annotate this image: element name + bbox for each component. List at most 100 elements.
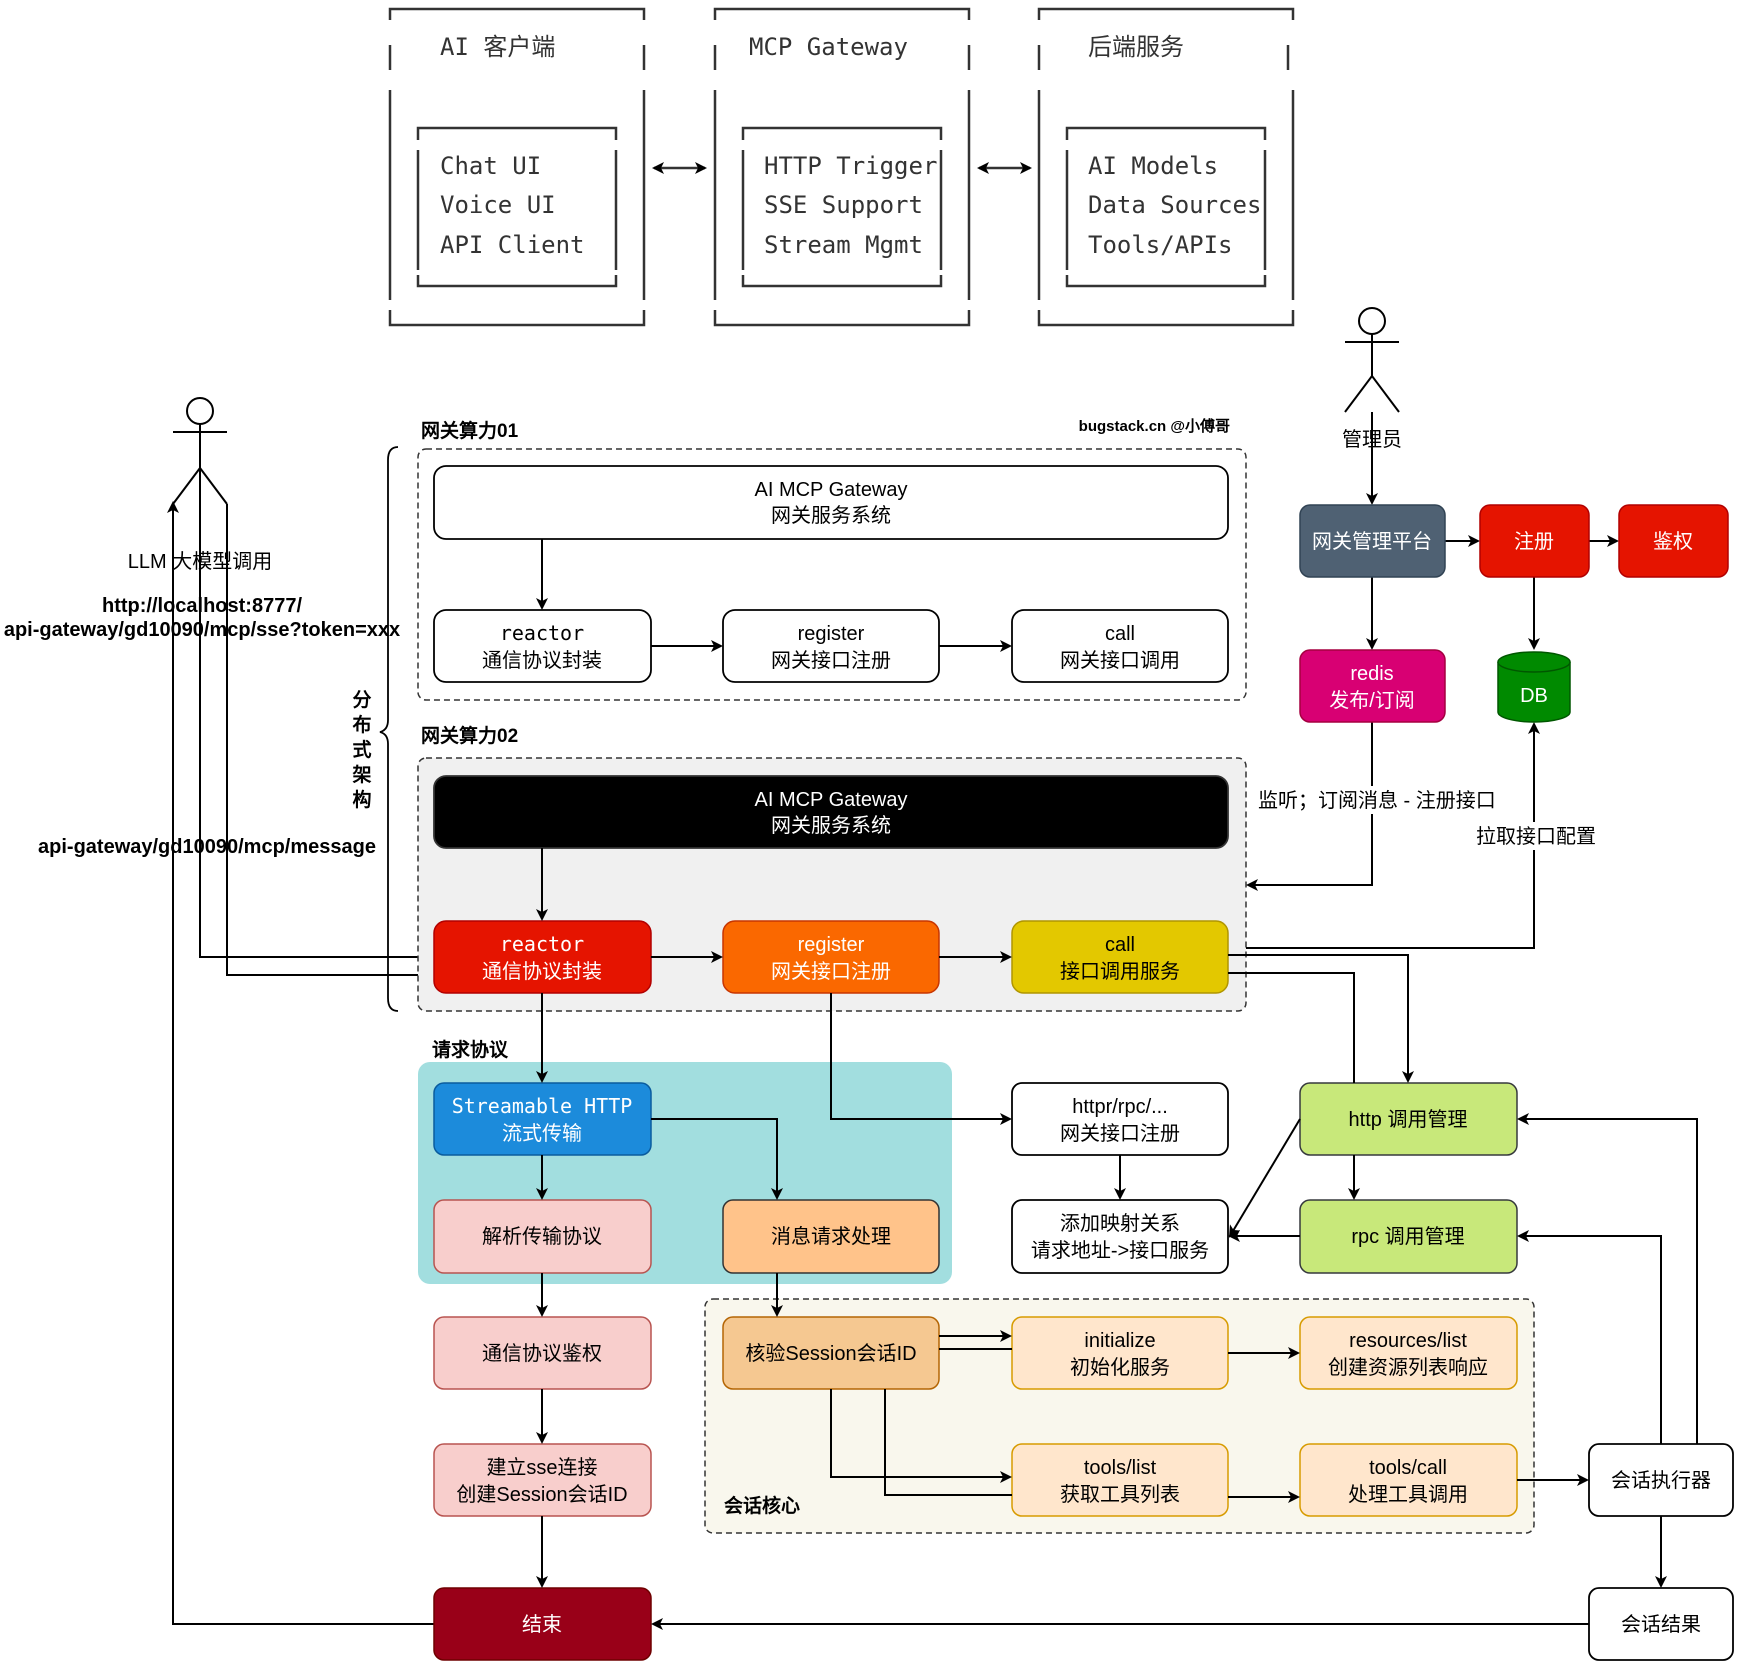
svg-text:网关接口注册: 网关接口注册	[1060, 1122, 1180, 1145]
svg-text:AI MCP Gateway: AI MCP Gateway	[754, 789, 907, 811]
ascii-gateway-title: MCP Gateway	[749, 33, 908, 61]
svg-text:httpr/rpc/...: httpr/rpc/...	[1072, 1096, 1168, 1118]
svg-text:式: 式	[352, 738, 371, 761]
gateway02-call-box[interactable]: call 接口调用服务	[1011, 920, 1229, 994]
svg-text:网关接口调用: 网关接口调用	[1060, 649, 1180, 672]
gateway01-register-box[interactable]: register 网关接口注册	[722, 609, 940, 683]
verify-session-box[interactable]: 核验Session会话ID	[722, 1316, 940, 1390]
svg-text:接口调用服务: 接口调用服务	[1060, 960, 1180, 983]
http-call-management-box[interactable]: http 调用管理	[1299, 1082, 1518, 1156]
message-url-label: api-gateway/gd10090/mcp/message	[38, 836, 376, 858]
svg-text:布: 布	[352, 713, 371, 736]
gateway01-system-box[interactable]: AI MCP Gateway 网关服务系统	[433, 465, 1229, 540]
svg-text:DB: DB	[1520, 685, 1548, 707]
svg-text:网关接口注册: 网关接口注册	[771, 649, 891, 672]
pull-config-label: 拉取接口配置	[1476, 825, 1596, 848]
svg-text:网关接口注册: 网关接口注册	[771, 960, 891, 983]
gateway02-reactor-box[interactable]: reactor 通信协议封装	[433, 920, 652, 994]
session-core-title: 会话核心	[724, 1494, 800, 1517]
ascii-gateway-item: HTTP Trigger	[764, 152, 937, 180]
gateway01-title: 网关算力01	[421, 419, 519, 442]
svg-text:call: call	[1105, 934, 1135, 956]
initialize-box[interactable]: initialize 初始化服务	[1011, 1316, 1229, 1390]
svg-text:获取工具列表: 获取工具列表	[1060, 1483, 1180, 1506]
listen-subscribe-label: 监听；订阅消息 - 注册接口	[1258, 789, 1496, 812]
establish-sse-box[interactable]: 建立sse连接 创建Session会话ID	[433, 1443, 652, 1517]
session-result-box[interactable]: 会话结果	[1588, 1587, 1734, 1661]
register-box[interactable]: 注册	[1479, 504, 1590, 578]
ascii-gateway-item: SSE Support	[764, 191, 923, 219]
svg-text:reactor: reactor	[500, 621, 584, 645]
http-rpc-register-box[interactable]: httpr/rpc/... 网关接口注册	[1011, 1082, 1229, 1156]
gateway01-call-box[interactable]: call 网关接口调用	[1011, 609, 1229, 683]
ascii-overview: AI 客户端 Chat UI Voice UI API Client MCP G…	[388, 7, 1295, 327]
svg-text:网关服务系统: 网关服务系统	[771, 504, 891, 527]
ascii-client-title: AI 客户端	[440, 33, 555, 61]
ascii-backend-item: Tools/APIs	[1088, 231, 1233, 259]
protocol-auth-box[interactable]: 通信协议鉴权	[433, 1316, 652, 1390]
streamable-http-box[interactable]: Streamable HTTP 流式传输	[433, 1082, 652, 1156]
distributed-brace	[379, 446, 399, 1012]
sse-url-line2: api-gateway/gd10090/mcp/sse?token=xxx	[4, 619, 400, 641]
tools-call-box[interactable]: tools/call 处理工具调用	[1299, 1443, 1518, 1517]
svg-text:结束: 结束	[522, 1613, 562, 1636]
llm-call-label: LLM 大模型调用	[128, 550, 272, 573]
svg-text:resources/list: resources/list	[1349, 1330, 1467, 1352]
svg-text:创建资源列表响应: 创建资源列表响应	[1328, 1356, 1488, 1379]
svg-text:reactor: reactor	[500, 932, 584, 956]
svg-text:通信协议鉴权: 通信协议鉴权	[482, 1342, 602, 1365]
svg-text:register: register	[798, 934, 865, 956]
rpc-call-management-box[interactable]: rpc 调用管理	[1299, 1199, 1518, 1274]
svg-text:initialize: initialize	[1084, 1330, 1155, 1352]
ascii-column-gateway: MCP Gateway HTTP Trigger SSE Support Str…	[713, 7, 971, 327]
gateway02-edges	[536, 848, 1012, 963]
svg-text:处理工具调用: 处理工具调用	[1348, 1483, 1468, 1506]
add-mapping-box[interactable]: 添加映射关系 请求地址->接口服务	[1011, 1199, 1229, 1274]
svg-text:解析传输协议: 解析传输协议	[482, 1225, 602, 1248]
svg-text:网关管理平台: 网关管理平台	[1312, 530, 1432, 553]
ascii-backend-item: Data Sources	[1088, 191, 1261, 219]
ascii-column-backend: 后端服务 AI Models Data Sources Tools/APIs	[1037, 7, 1295, 327]
svg-text:架: 架	[351, 764, 371, 786]
admin-actor-icon	[1344, 307, 1400, 413]
ascii-backend-title: 后端服务	[1088, 33, 1184, 61]
auth-box[interactable]: 鉴权	[1618, 504, 1729, 578]
svg-text:初始化服务: 初始化服务	[1070, 1356, 1170, 1379]
llm-user-actor-icon	[172, 397, 228, 505]
resources-list-box[interactable]: resources/list 创建资源列表响应	[1299, 1316, 1518, 1390]
svg-text:建立sse连接: 建立sse连接	[486, 1456, 597, 1479]
svg-text:请求地址->接口服务: 请求地址->接口服务	[1031, 1239, 1209, 1262]
tools-list-box[interactable]: tools/list 获取工具列表	[1011, 1443, 1229, 1517]
database-icon[interactable]: DB	[1497, 651, 1571, 723]
ascii-backend-item: AI Models	[1088, 152, 1218, 180]
gateway02-title: 网关算力02	[421, 724, 518, 747]
svg-text:发布/订阅: 发布/订阅	[1329, 689, 1415, 712]
gateway02-register-box[interactable]: register 网关接口注册	[722, 920, 940, 994]
svg-text:redis: redis	[1350, 663, 1393, 685]
llm-connectors	[167, 468, 434, 1625]
svg-text:鉴权: 鉴权	[1653, 530, 1693, 553]
end-box[interactable]: 结束	[433, 1587, 652, 1661]
svg-text:Streamable HTTP: Streamable HTTP	[452, 1094, 633, 1118]
svg-text:网关服务系统: 网关服务系统	[771, 814, 891, 837]
svg-text:tools/list: tools/list	[1084, 1457, 1157, 1479]
session-executor-box[interactable]: 会话执行器	[1588, 1443, 1734, 1517]
svg-text:AI MCP Gateway: AI MCP Gateway	[754, 479, 907, 501]
message-handling-box[interactable]: 消息请求处理	[722, 1199, 940, 1274]
svg-text:分: 分	[352, 689, 371, 711]
gateway01-reactor-box[interactable]: reactor 通信协议封装	[433, 609, 652, 683]
svg-text:会话结果: 会话结果	[1621, 1613, 1701, 1636]
gateway-admin-platform-box[interactable]: 网关管理平台	[1299, 504, 1446, 578]
parse-protocol-box[interactable]: 解析传输协议	[433, 1199, 652, 1274]
svg-text:添加映射关系: 添加映射关系	[1060, 1212, 1180, 1235]
gateway02-system-box[interactable]: AI MCP Gateway 网关服务系统	[433, 775, 1229, 849]
ascii-column-client: AI 客户端 Chat UI Voice UI API Client	[388, 7, 646, 327]
request-protocol-title: 请求协议	[432, 1038, 509, 1061]
svg-text:构: 构	[352, 788, 371, 811]
svg-text:流式传输: 流式传输	[502, 1122, 582, 1145]
svg-text:通信协议封装: 通信协议封装	[482, 649, 602, 672]
redis-pubsub-box[interactable]: redis 发布/订阅	[1299, 649, 1446, 723]
svg-text:rpc 调用管理: rpc 调用管理	[1351, 1225, 1464, 1248]
svg-text:register: register	[798, 623, 865, 645]
